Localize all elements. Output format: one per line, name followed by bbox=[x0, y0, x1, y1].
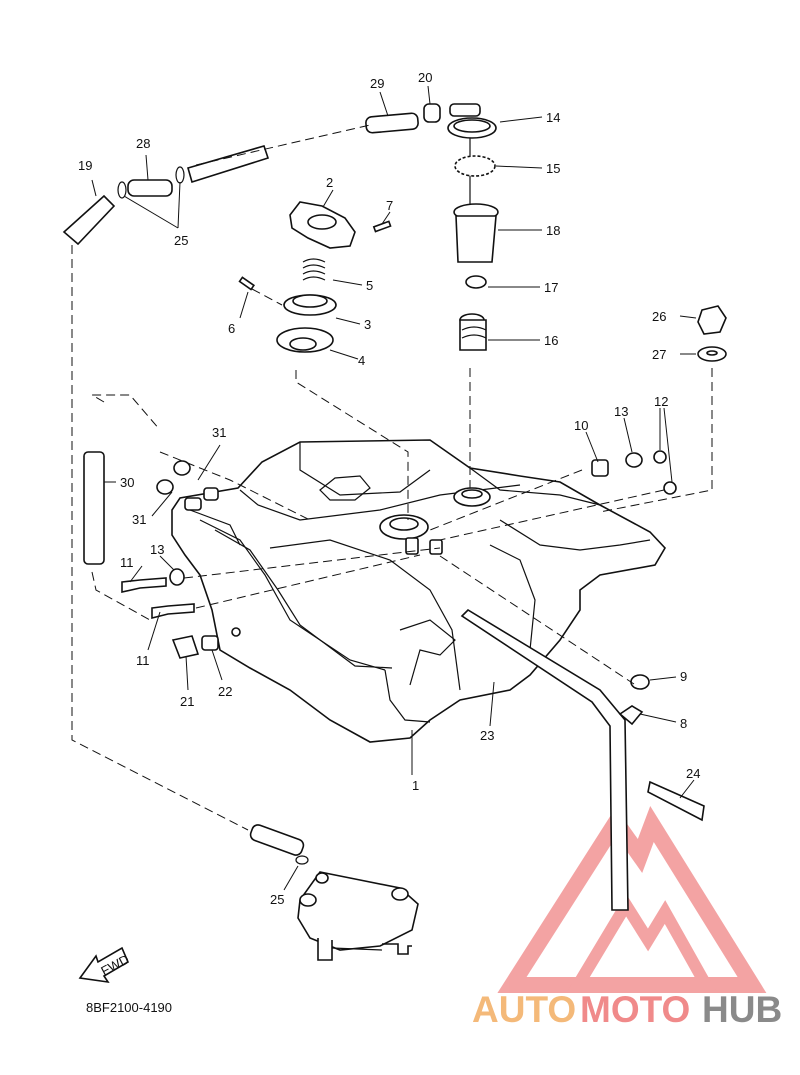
callout-28: 28 bbox=[136, 136, 150, 151]
cap-assembly bbox=[238, 201, 392, 353]
callout-19: 19 bbox=[78, 158, 92, 173]
watermark-logo bbox=[497, 805, 767, 993]
callout-20: 20 bbox=[418, 70, 432, 85]
callout-11-lower: 11 bbox=[136, 653, 150, 668]
fwd-label: FWD bbox=[98, 951, 131, 978]
callout-31-lower: 31 bbox=[132, 512, 146, 527]
fuel-tank bbox=[171, 439, 666, 743]
callout-13-right: 13 bbox=[614, 404, 628, 419]
callout-12: 12 bbox=[654, 394, 668, 409]
callout-25-upper: 25 bbox=[174, 233, 188, 248]
callout-27: 27 bbox=[652, 347, 666, 362]
callout-11-upper: 11 bbox=[120, 555, 134, 570]
fwd-arrow: FWD bbox=[78, 946, 132, 984]
callout-7: 7 bbox=[386, 198, 393, 213]
callout-2: 2 bbox=[326, 175, 333, 190]
callout-4: 4 bbox=[358, 353, 365, 368]
routing-lines bbox=[71, 124, 713, 831]
fuel-cock-assembly bbox=[447, 103, 499, 351]
watermark-text: AUTO MOTO HUB bbox=[472, 989, 782, 1030]
leader-lines bbox=[91, 85, 697, 891]
callout-16: 16 bbox=[544, 333, 558, 348]
callout-8: 8 bbox=[680, 716, 687, 731]
callout-9: 9 bbox=[680, 669, 687, 684]
figure-code: 8BF2100-4190 bbox=[86, 1000, 172, 1015]
callout-29: 29 bbox=[370, 76, 384, 91]
callout-30: 30 bbox=[120, 475, 134, 490]
hoses-fittings bbox=[62, 103, 727, 865]
callout-31-upper: 31 bbox=[212, 425, 226, 440]
callout-1: 1 bbox=[412, 778, 419, 793]
watermark-moto: MOTO bbox=[580, 989, 690, 1030]
callout-10: 10 bbox=[574, 418, 588, 433]
callout-24: 24 bbox=[686, 766, 700, 781]
callout-17: 17 bbox=[544, 280, 558, 295]
watermark-hub: HUB bbox=[702, 989, 782, 1030]
callout-5: 5 bbox=[366, 278, 373, 293]
callout-25-lower: 25 bbox=[270, 892, 284, 907]
callout-3: 3 bbox=[364, 317, 371, 332]
callout-6: 6 bbox=[228, 321, 235, 336]
callout-21: 21 bbox=[180, 694, 194, 709]
callout-15: 15 bbox=[546, 161, 560, 176]
callout-26: 26 bbox=[652, 309, 666, 324]
callout-13-left: 13 bbox=[150, 542, 164, 557]
callout-18: 18 bbox=[546, 223, 560, 238]
callout-labels: 1 2 3 4 5 6 7 8 9 10 11 11 12 13 13 14 1… bbox=[78, 70, 700, 907]
callout-23: 23 bbox=[480, 728, 494, 743]
callout-22: 22 bbox=[218, 684, 232, 699]
vent-pipe bbox=[460, 608, 629, 911]
callout-14: 14 bbox=[546, 110, 560, 125]
fuel-pump bbox=[297, 871, 419, 961]
watermark-auto: AUTO bbox=[472, 989, 576, 1030]
